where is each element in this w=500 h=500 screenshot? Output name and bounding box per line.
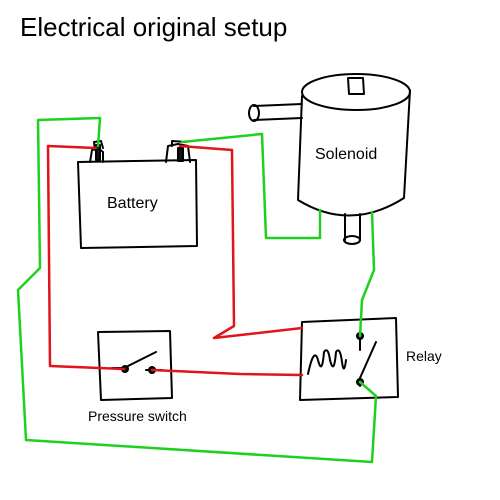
solenoid-pipe-bottom-end [343,235,361,245]
pressure-switch-label: Pressure switch [88,408,187,424]
green-wire-battery-to-solenoid [180,132,322,240]
red-wire-battery-to-pressure-switch [46,144,126,371]
diagram-title: Electrical original setup [20,12,288,42]
solenoid-cap [347,77,365,95]
pressure-switch-box [97,330,173,401]
red-wire-battery-to-relay [178,144,304,340]
battery-label: Battery [107,195,158,212]
red-wire-pressure-switch-to-relay-coil [150,368,304,377]
solenoid-pipe-bottom [344,213,361,241]
green-wire-battery-to-relay-loop [16,116,378,464]
relay-box [299,317,399,401]
battery-terminal-right-clip [177,147,184,162]
battery-body [77,159,198,249]
relay-label: Relay [406,348,442,364]
solenoid-pipe-left [253,103,303,121]
relay-coil [307,349,347,375]
solenoid-body [297,89,411,217]
relay-contact [359,337,377,387]
solenoid-top [301,73,411,111]
green-wire-solenoid-to-relay [358,210,376,338]
solenoid-pipe-left-end [248,104,260,122]
solenoid-label: Solenoid [315,146,378,163]
